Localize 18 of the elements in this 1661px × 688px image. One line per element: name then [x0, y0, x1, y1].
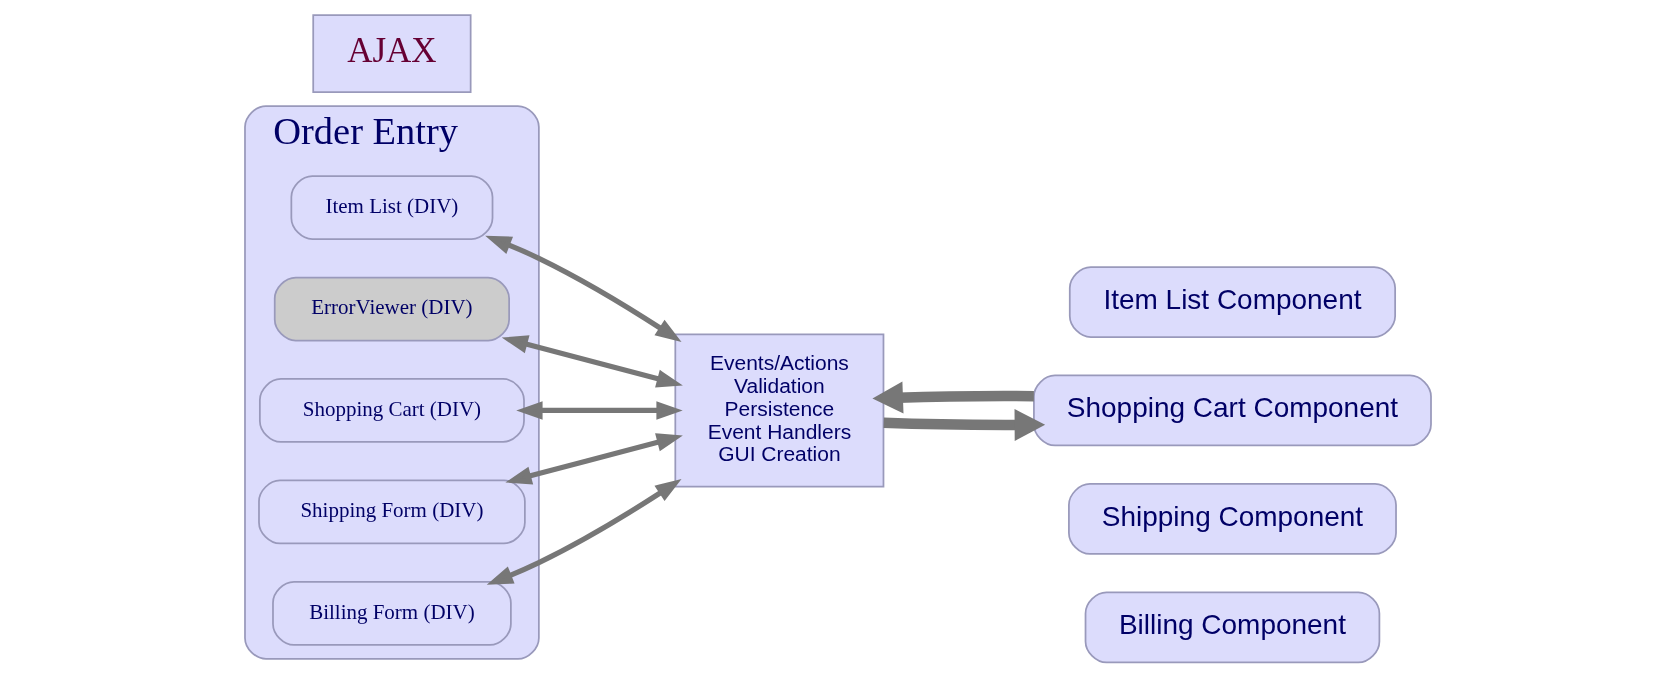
node-box: Events/Actions Validation Persistence Event Handlers GUI Creation [673, 333, 884, 488]
node-box: ErrorViewer (DIV) [273, 276, 510, 342]
node-box: Shipping Form (DIV) [257, 479, 526, 545]
arrow [486, 478, 682, 585]
node-box: AJAX [311, 14, 472, 93]
node-box: Item List Component [1068, 266, 1396, 338]
node-box: Shopping Cart Component [1032, 374, 1432, 447]
node-box: Billing Form (DIV) [271, 581, 512, 646]
arrow [871, 381, 1034, 414]
arrow [501, 335, 683, 388]
node-box: Shipping Component [1067, 483, 1397, 555]
node-box: Shopping Cart (DIV) [258, 378, 525, 443]
arrow [515, 401, 683, 420]
node-box: Billing Component [1084, 591, 1380, 664]
arrow [484, 235, 682, 342]
arrow [504, 433, 683, 485]
node-box: Item List (DIV) [289, 175, 493, 240]
arrow [883, 408, 1045, 441]
